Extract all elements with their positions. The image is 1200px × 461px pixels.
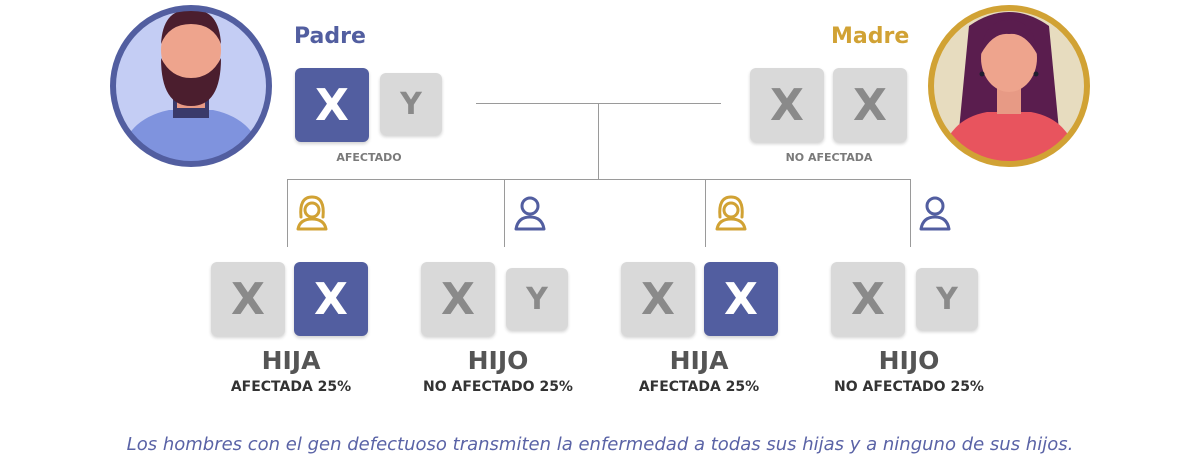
child-3-chromosome-x1: X <box>621 262 695 336</box>
mother-status: NO AFECTADA <box>785 151 873 164</box>
caption: Los hombres con el gen defectuoso transm… <box>126 434 1074 455</box>
child-3-chromosome-x2: X <box>704 262 778 336</box>
child-1-title: HIJA <box>261 346 321 375</box>
mother-avatar <box>928 5 1090 167</box>
children-connector-line <box>287 179 911 180</box>
child-3-title: HIJA <box>669 346 729 375</box>
father-chromosome-y: Y <box>380 73 442 135</box>
child-1-branch-line <box>287 179 288 247</box>
father-status: AFECTADO <box>336 151 402 164</box>
mother-chromosome-x1: X <box>750 68 824 142</box>
child-2-title: HIJO <box>467 346 529 375</box>
child-4-branch-line <box>910 179 911 247</box>
father-avatar <box>110 5 272 167</box>
father-chromosome-x: X <box>295 68 369 142</box>
child-1-chromosome-x1: X <box>211 262 285 336</box>
child-2-chromosome-x: X <box>421 262 495 336</box>
child-2-branch-line <box>504 179 505 247</box>
child-1-status: AFECTADA 25% <box>230 379 352 395</box>
child-1-chromosome-x2: X <box>294 262 368 336</box>
female-person-icon <box>715 195 747 231</box>
vertical-descent-line <box>598 103 599 179</box>
child-3-branch-line <box>705 179 706 247</box>
mother-label: Madre <box>831 24 910 49</box>
child-4-chromosome-y: Y <box>916 268 978 330</box>
child-2-chromosome-y: Y <box>506 268 568 330</box>
child-4-status: NO AFECTADO 25% <box>834 379 984 395</box>
male-person-icon <box>919 196 951 231</box>
child-4-chromosome-x: X <box>831 262 905 336</box>
father-label: Padre <box>294 24 366 49</box>
mother-chromosome-x2: X <box>833 68 907 142</box>
male-person-icon <box>514 196 546 231</box>
child-2-status: NO AFECTADO 25% <box>423 379 573 395</box>
child-3-status: AFECTADA 25% <box>638 379 760 395</box>
female-person-icon <box>296 195 328 231</box>
child-4-title: HIJO <box>878 346 940 375</box>
